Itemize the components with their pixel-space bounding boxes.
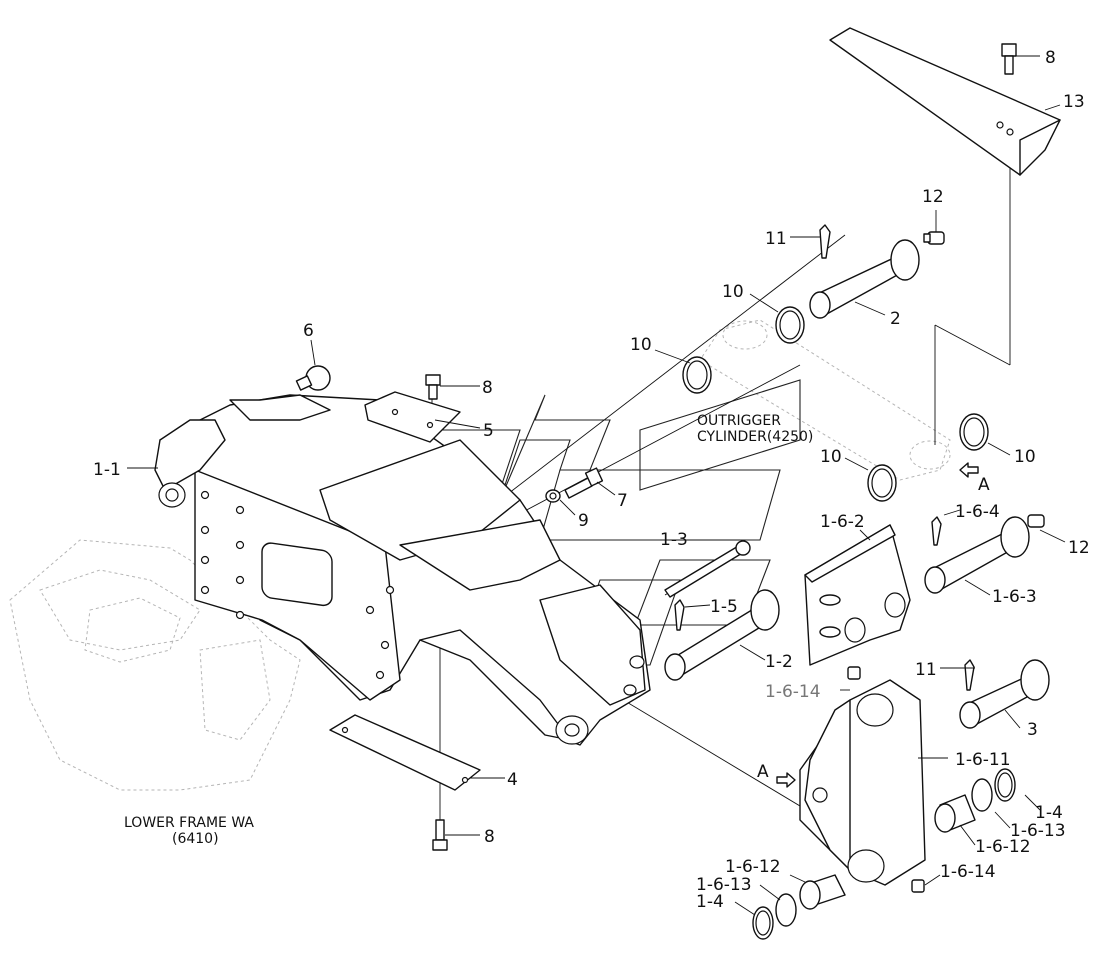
arrow-A-lower bbox=[776, 772, 796, 788]
label-1-6-14-lower: 1-6-14 bbox=[940, 862, 996, 882]
label-2: 2 bbox=[890, 309, 901, 329]
part-8-bolt-top bbox=[1001, 43, 1017, 75]
label-10-d: 10 bbox=[1014, 447, 1036, 467]
label-13: 13 bbox=[1063, 92, 1085, 112]
label-1-6-2: 1-6-2 bbox=[820, 512, 865, 532]
caption-outrigger-1: OUTRIGGER bbox=[697, 413, 781, 429]
part-10-rings bbox=[682, 306, 989, 502]
label-12-right: 12 bbox=[1068, 538, 1090, 558]
label-1-6-3: 1-6-3 bbox=[992, 587, 1037, 607]
part-6-cap bbox=[295, 365, 331, 391]
part-1-6-11-link bbox=[799, 679, 926, 886]
label-4: 4 bbox=[507, 770, 518, 790]
label-1-4-left: 1-4 bbox=[696, 892, 724, 912]
label-6: 6 bbox=[303, 321, 314, 341]
part-3-pin bbox=[959, 659, 1050, 729]
label-10-c: 10 bbox=[820, 447, 842, 467]
part-1-5-pin bbox=[674, 599, 685, 631]
label-11-mid: 11 bbox=[915, 660, 937, 680]
caption-lower-frame-2: (6410) bbox=[172, 831, 219, 847]
part-1-6-3-pin bbox=[924, 516, 1030, 594]
label-8-upper: 8 bbox=[482, 378, 493, 398]
label-1-3: 1-3 bbox=[660, 530, 688, 550]
label-1-4-right: 1-4 bbox=[1035, 803, 1063, 823]
label-A-lower: A bbox=[757, 762, 769, 782]
label-9: 9 bbox=[578, 511, 589, 531]
label-5: 5 bbox=[483, 421, 494, 441]
part-1-2-pin bbox=[664, 589, 780, 681]
label-1-1: 1-1 bbox=[93, 460, 121, 480]
part-13-cover bbox=[829, 27, 1061, 176]
label-10-a: 10 bbox=[722, 282, 744, 302]
part-11-pin-top bbox=[819, 224, 831, 259]
part-9-washer bbox=[545, 489, 561, 503]
caption-outrigger-2: CYLINDER(4250) bbox=[697, 429, 813, 445]
part-labels: 1-1 6 8 5 7 9 8 13 12 11 10 10 2 OUTRIGG… bbox=[93, 48, 1090, 912]
part-2-pin bbox=[809, 239, 920, 319]
label-1-6-11: 1-6-11 bbox=[955, 750, 1011, 770]
label-1-6-4: 1-6-4 bbox=[955, 502, 1000, 522]
label-11-top: 11 bbox=[765, 229, 787, 249]
label-1-6-13-right: 1-6-13 bbox=[1010, 821, 1066, 841]
lower-frame-ghost bbox=[9, 539, 301, 791]
part-11-pin-mid bbox=[964, 659, 975, 691]
part-5-plate bbox=[364, 391, 461, 443]
label-1-2: 1-2 bbox=[765, 652, 793, 672]
label-7: 7 bbox=[617, 491, 628, 511]
bushings-right bbox=[934, 768, 1016, 833]
part-1-1-main-frame bbox=[154, 394, 651, 746]
part-12-nipple-right bbox=[1027, 514, 1045, 528]
label-8-bottom: 8 bbox=[484, 827, 495, 847]
label-1-6-14-upper: 1-6-14 bbox=[765, 682, 821, 702]
part-8-bolt-bottom bbox=[432, 819, 448, 851]
part-1-6-14-nipple-lower bbox=[911, 879, 925, 893]
bushings-left bbox=[752, 874, 846, 940]
label-3: 3 bbox=[1027, 720, 1038, 740]
part-4-plate bbox=[329, 714, 481, 791]
part-1-3-pin bbox=[664, 540, 751, 598]
label-10-b: 10 bbox=[630, 335, 652, 355]
label-1-6-12-left: 1-6-12 bbox=[725, 857, 781, 877]
leader-lines bbox=[127, 55, 1066, 916]
label-1-6-12-right: 1-6-12 bbox=[975, 837, 1031, 857]
caption-lower-frame-1: LOWER FRAME WA bbox=[124, 815, 254, 831]
part-1-6-2-bracket bbox=[804, 524, 911, 666]
part-7-bolt bbox=[564, 467, 604, 499]
part-12-nipple-top bbox=[923, 231, 945, 245]
label-1-5: 1-5 bbox=[710, 597, 738, 617]
label-1-6-13-left: 1-6-13 bbox=[696, 875, 752, 895]
part-1-6-4-pin bbox=[931, 516, 942, 546]
label-A-upper: A bbox=[978, 475, 990, 495]
label-8-top: 8 bbox=[1045, 48, 1056, 68]
part-8-bolt-upper bbox=[425, 374, 441, 400]
label-12-top: 12 bbox=[922, 187, 944, 207]
arrow-A-upper bbox=[959, 462, 979, 478]
part-1-6-14-nipple-upper bbox=[847, 666, 861, 680]
